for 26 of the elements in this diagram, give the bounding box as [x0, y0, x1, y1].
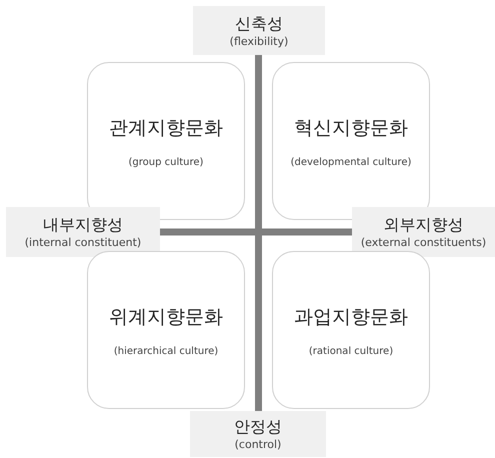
subtitle-text: (hierarchical culture)	[114, 346, 218, 356]
axis-label	[193, 6, 325, 55]
subtitle-text: (group culture)	[128, 156, 204, 168]
subtitle-text: (developmental culture)	[290, 156, 412, 168]
subtitle-text: (external constituents)	[360, 236, 486, 249]
title-text: 신축성	[235, 14, 283, 34]
title-text: 안정성	[234, 417, 282, 438]
quadrant-card	[87, 251, 245, 409]
quadrant-card	[87, 62, 245, 220]
title-text: 관계지향문화	[109, 116, 223, 140]
quadrant-card	[272, 251, 430, 409]
title-text: 내부지향성	[43, 215, 123, 236]
subtitle-text: (internal constituent)	[24, 236, 142, 249]
axis-line	[255, 55, 262, 411]
quadrant-card	[272, 62, 430, 220]
subtitle-text: (rational culture)	[308, 346, 394, 356]
title-text: 위계지향문화	[109, 304, 223, 330]
title-text: 과업지향문화	[294, 304, 408, 330]
axis-label	[190, 411, 326, 457]
subtitle-text: (control)	[234, 438, 282, 451]
axis-line	[160, 228, 352, 236]
axis-label	[6, 207, 160, 257]
title-text: 혁신지향문화	[294, 116, 408, 140]
axis-label	[352, 207, 495, 257]
title-text: 외부지향성	[384, 215, 464, 236]
subtitle-text: (flexibility)	[230, 34, 288, 48]
